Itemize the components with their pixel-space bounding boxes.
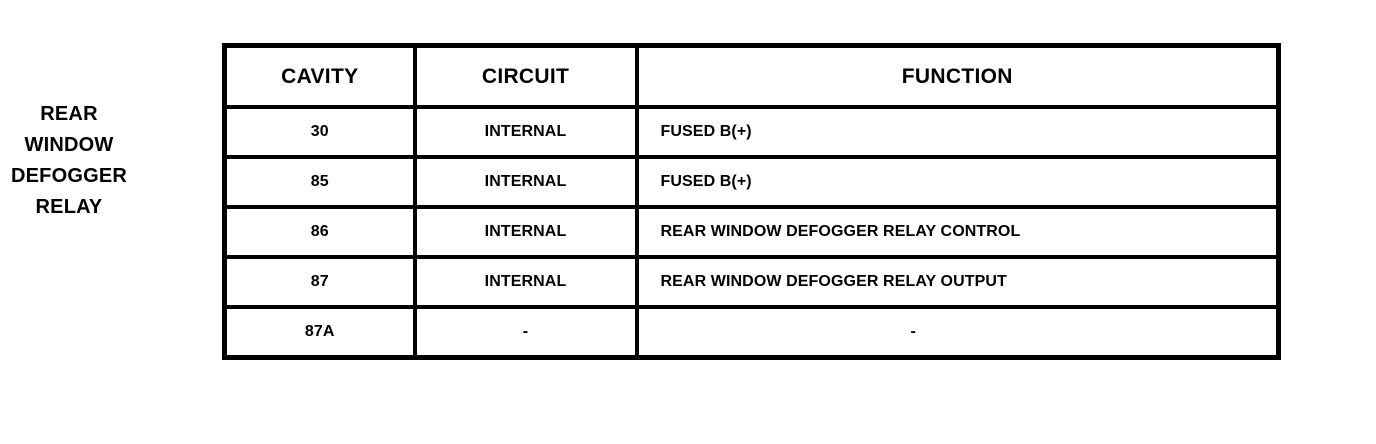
component-label-line-3: DEFOGGER bbox=[10, 165, 128, 187]
cell-function: - bbox=[634, 305, 1281, 360]
cell-function: REAR WINDOW DEFOGGER RELAY CONTROL bbox=[634, 205, 1281, 259]
cell-cavity: 87A bbox=[222, 305, 417, 360]
cell-circuit: INTERNAL bbox=[412, 105, 639, 159]
component-label-line-4: RELAY bbox=[35, 196, 103, 218]
cell-function: FUSED B(+) bbox=[634, 105, 1281, 159]
component-label-line-2: WINDOW bbox=[24, 134, 114, 156]
cell-cavity: 86 bbox=[222, 205, 417, 259]
component-label-line-1: REAR bbox=[40, 103, 98, 125]
table-header: CAVITY CIRCUIT FUNCTION bbox=[222, 43, 1281, 109]
table-row: 87 INTERNAL REAR WINDOW DEFOGGER RELAY O… bbox=[222, 255, 1281, 309]
column-header-circuit: CIRCUIT bbox=[412, 43, 639, 109]
cell-circuit: INTERNAL bbox=[412, 255, 639, 309]
table-row: 85 INTERNAL FUSED B(+) bbox=[222, 155, 1281, 209]
cell-circuit: INTERNAL bbox=[412, 205, 639, 259]
table-row: 30 INTERNAL FUSED B(+) bbox=[222, 105, 1281, 159]
column-header-function: FUNCTION bbox=[634, 43, 1281, 109]
component-label: REAR WINDOW DEFOGGER RELAY bbox=[3, 99, 135, 223]
column-header-cavity: CAVITY bbox=[222, 43, 417, 109]
table-row: 87A - - bbox=[222, 305, 1281, 360]
cell-function: FUSED B(+) bbox=[634, 155, 1281, 209]
cell-circuit: - bbox=[412, 305, 639, 360]
cell-cavity: 87 bbox=[222, 255, 417, 309]
cell-cavity: 85 bbox=[222, 155, 417, 209]
table-row: 86 INTERNAL REAR WINDOW DEFOGGER RELAY C… bbox=[222, 205, 1281, 259]
table-body: 30 INTERNAL FUSED B(+) 85 INTERNAL FUSED… bbox=[222, 105, 1281, 360]
cell-function: REAR WINDOW DEFOGGER RELAY OUTPUT bbox=[634, 255, 1281, 309]
table-header-row: CAVITY CIRCUIT FUNCTION bbox=[222, 43, 1281, 109]
cell-cavity: 30 bbox=[222, 105, 417, 159]
pinout-table: CAVITY CIRCUIT FUNCTION 30 INTERNAL FUSE… bbox=[222, 43, 1281, 360]
cell-circuit: INTERNAL bbox=[412, 155, 639, 209]
